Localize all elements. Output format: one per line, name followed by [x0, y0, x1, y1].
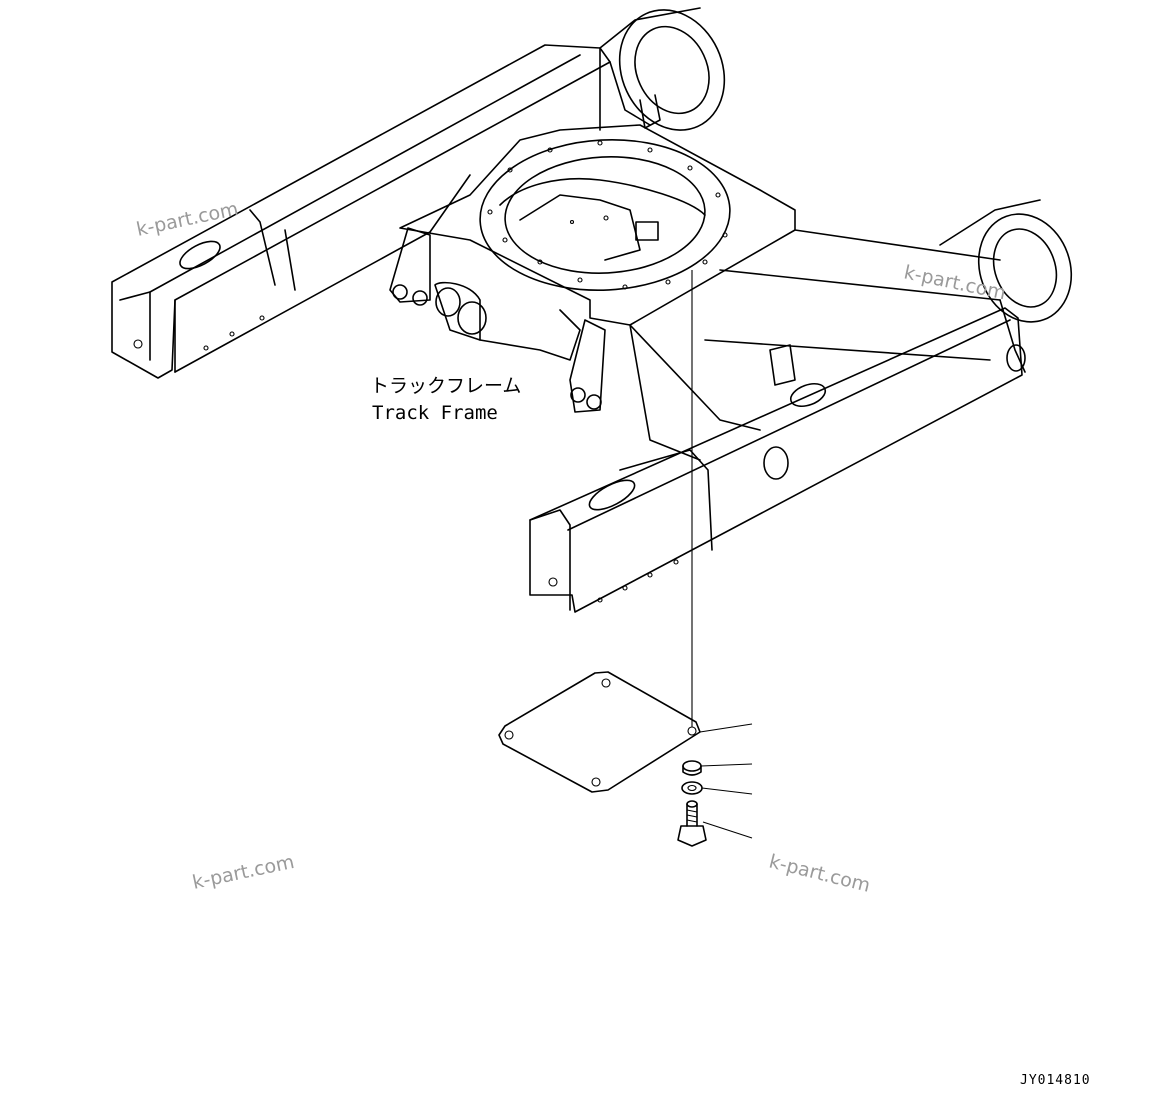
- nut: [682, 760, 702, 776]
- leader-plate: [699, 723, 753, 733]
- leader-washer: [701, 787, 753, 795]
- cover-plate-assembly: [498, 270, 753, 847]
- right-idler-ring: [977, 213, 1073, 323]
- leader-nut: [700, 763, 753, 767]
- watermark: k-part.com: [134, 198, 240, 241]
- swing-circle-inner: [504, 156, 706, 274]
- drawing-code: JY014810: [1020, 1073, 1091, 1088]
- front-lugs: [389, 227, 431, 303]
- bolt: [677, 800, 707, 847]
- frame-label-japanese: トラックフレーム: [370, 375, 521, 397]
- right-beam: [529, 307, 1023, 613]
- watermark: k-part.com: [902, 261, 1008, 304]
- leader-bolt: [702, 821, 753, 839]
- watermark: k-part.com: [190, 851, 296, 894]
- track-frame-drawing: [111, 7, 1073, 613]
- center-frame: [399, 124, 796, 326]
- swing-circle-outer: [479, 139, 731, 291]
- watermark: k-part.com: [767, 851, 873, 897]
- left-idler-ring: [618, 9, 726, 131]
- cover-plate: [498, 671, 701, 793]
- frame-label-english: Track Frame: [372, 402, 498, 424]
- washer: [681, 781, 703, 795]
